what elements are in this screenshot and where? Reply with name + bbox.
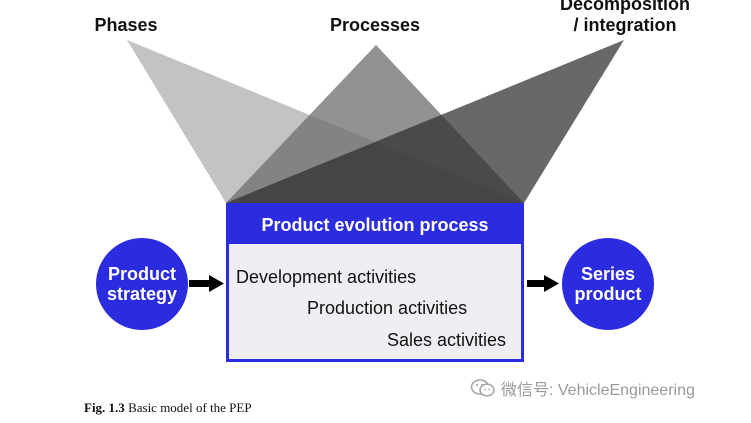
decomposition-label-line2: / integration: [573, 15, 677, 35]
series-product-node: Series product: [562, 238, 654, 330]
watermark-text: 微信号: VehicleEngineering: [501, 382, 695, 399]
series-product-line2: product: [574, 284, 642, 304]
decomposition-label-line1: Decomposition: [559, 0, 690, 14]
product-strategy-line1: Product: [107, 264, 176, 284]
activity-development: Development activities: [236, 267, 417, 287]
watermark: 微信号: VehicleEngineering: [470, 376, 695, 400]
product-strategy-node: Product strategy: [96, 238, 188, 330]
activity-sales: Sales activities: [387, 330, 507, 350]
decomposition-label: Decomposition / integration: [530, 0, 720, 36]
decomposition-fan: [226, 40, 624, 203]
arrow-strategy-to-pep: [189, 275, 224, 292]
figure-caption-text: Basic model of the PEP: [128, 400, 252, 415]
phases-label: Phases: [94, 15, 158, 35]
activity-production: Production activities: [307, 298, 468, 318]
series-product-line1: Series: [580, 264, 636, 284]
figure-number: Fig. 1.3: [84, 400, 125, 415]
pep-box: Product evolution process Development ac…: [226, 203, 524, 362]
pep-title: Product evolution process: [229, 206, 521, 244]
product-strategy-line2: strategy: [106, 284, 178, 304]
figure-caption: Fig. 1.3 Basic model of the PEP: [84, 400, 252, 416]
processes-label: Processes: [329, 15, 421, 35]
arrow-pep-to-series: [527, 275, 559, 292]
wechat-icon: [470, 379, 495, 397]
